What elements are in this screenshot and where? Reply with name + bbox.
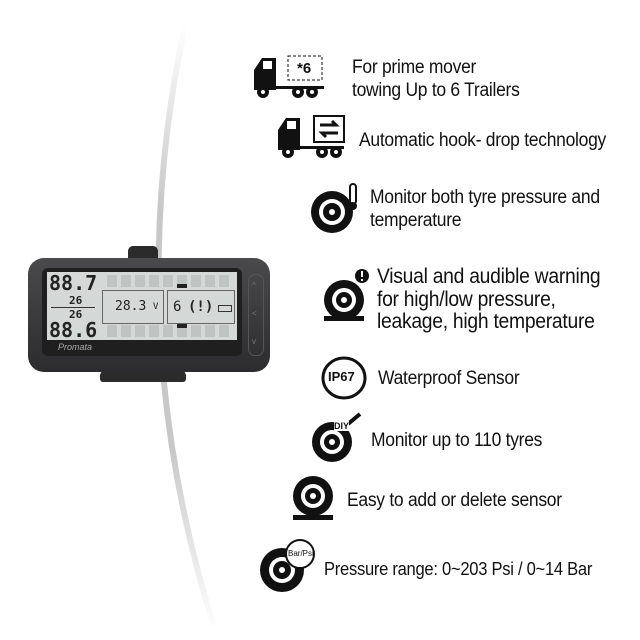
feature-line: Visual and audible warning	[377, 265, 601, 288]
feature-line: temperature	[370, 210, 462, 231]
feature-line: Automatic hook- drop technology	[359, 130, 607, 151]
device-button-panel: ^ < v	[248, 274, 264, 356]
feature-line: Easy to add or delete sensor	[347, 490, 562, 511]
brand-logo: Promata	[58, 342, 93, 352]
temp-bottom: 26	[69, 308, 83, 321]
feature-line: for high/low pressure,	[377, 287, 556, 311]
temp-top: 26	[69, 294, 83, 307]
tpms-warning-icon: (!)	[188, 299, 214, 315]
feature-7-text: Easy to add or delete sensor	[347, 489, 562, 512]
feature-line: leakage, high temperature	[377, 310, 595, 333]
tyre-diy-icon	[312, 412, 362, 462]
tyre-icon	[293, 476, 333, 520]
diy-badge: DIY	[334, 421, 350, 431]
trailer-count-badge: *6	[297, 60, 312, 77]
down-button[interactable]: v	[252, 337, 256, 346]
ip67-badge: IP67	[328, 369, 355, 384]
voltage-value: 28.3	[115, 299, 147, 314]
pressure-bottom: 88.6	[49, 318, 98, 342]
truck-swap-icon	[278, 115, 345, 158]
feature-2-text: Automatic hook- drop technology	[359, 129, 606, 152]
tyre-warning-icon	[324, 269, 369, 321]
feature-8-text: Pressure range: 0~203 Psi / 0~14 Bar	[324, 558, 592, 581]
feature-line: For prime mover	[352, 57, 477, 78]
feature-5-text: Waterproof Sensor	[378, 367, 520, 390]
feature-line: towing Up to 6 Trailers	[352, 80, 520, 101]
ip67-icon	[321, 356, 367, 400]
feature-line: Waterproof Sensor	[378, 368, 520, 389]
tyre-gauge-icon	[260, 539, 315, 592]
feature-6-text: Monitor up to 110 tyres	[371, 429, 542, 452]
pressure-top: 88.7	[49, 271, 98, 295]
tyre-thermometer-icon	[311, 183, 357, 233]
device-stand	[100, 370, 186, 382]
bar-psi-badge: Bar/Psi	[288, 549, 314, 558]
feature-3-text: Monitor both tyre pressure and temperatu…	[370, 186, 600, 232]
feature-line: Pressure range: 0~203 Psi / 0~14 Bar	[324, 559, 593, 579]
tyre-segments-top	[105, 275, 233, 287]
lcd-screen: 88.7 26 26 88.6 28.3 V 6 (!) Promata	[42, 268, 242, 356]
trailer-number: 6	[173, 299, 182, 315]
feature-1-text: For prime mover towing Up to 6 Trailers	[352, 56, 520, 102]
tpms-monitor-device: 88.7 26 26 88.6 28.3 V 6 (!) Promata ^ <…	[26, 244, 274, 386]
tyre-segments-bottom	[105, 325, 233, 337]
feature-line: Monitor both tyre pressure and	[370, 187, 600, 208]
voltage-unit: V	[153, 302, 159, 312]
voltage-panel: 28.3 V	[102, 290, 164, 324]
set-button[interactable]: <	[252, 309, 257, 318]
up-button[interactable]: ^	[252, 281, 256, 290]
trailer-panel: 6 (!)	[167, 290, 235, 324]
feature-4-text: Visual and audible warning for high/low …	[377, 265, 601, 334]
feature-line: Monitor up to 110 tyres	[371, 430, 543, 451]
truck-6-trailers-icon	[254, 55, 324, 98]
battery-icon	[218, 305, 232, 312]
